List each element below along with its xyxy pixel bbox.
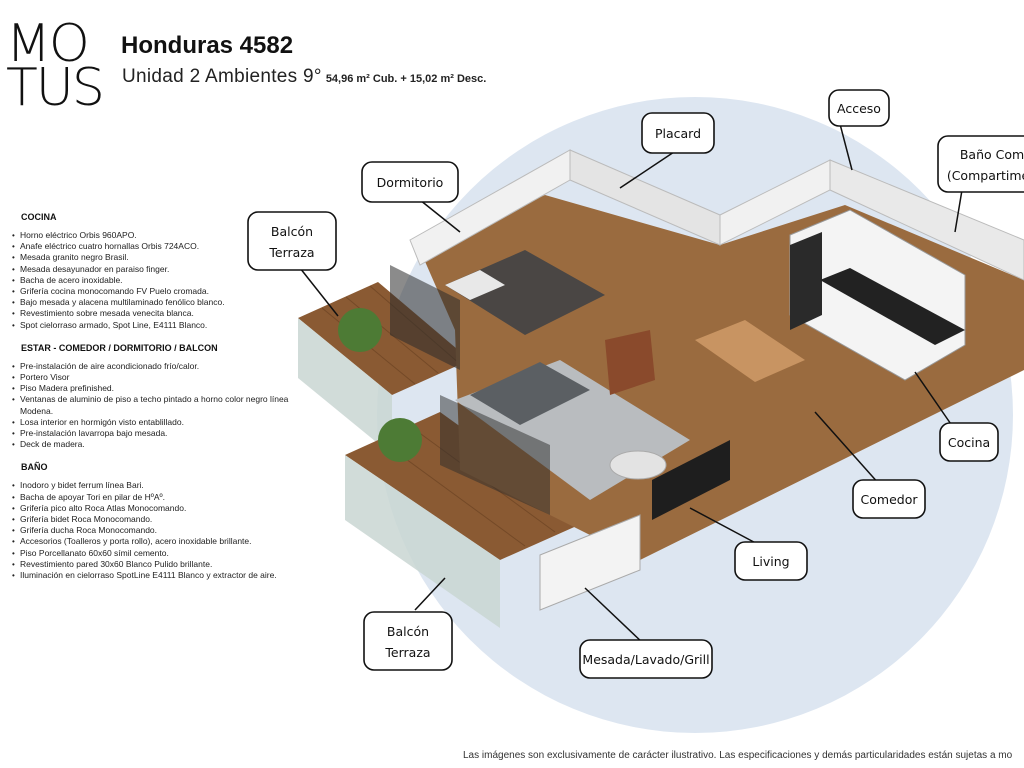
bath-wall — [829, 159, 1024, 281]
balcony-top-deck — [298, 282, 470, 395]
spec-item: Inodoro y bidet ferrum línea Bari. — [12, 480, 302, 491]
spec-item: Bacha de acero inoxidable. — [12, 275, 302, 286]
dining-table — [695, 320, 805, 382]
spec-item: Grifería ducha Roca Monocomando. — [12, 525, 302, 536]
spec-item: Portero Visor — [12, 372, 302, 383]
project-title: Honduras 4582 — [121, 32, 294, 59]
label-mesada: Mesada/Lavado/Grill — [582, 652, 709, 667]
callout-boxes — [247, 89, 1024, 679]
plant-icon — [338, 308, 382, 352]
callout-cocina — [939, 422, 999, 462]
spec-item: Piso Madera prefinished. — [12, 383, 302, 394]
spec-heading: ESTAR - COMEDOR / DORMITORIO / BALCON — [21, 342, 218, 353]
callout-placard — [641, 112, 715, 154]
label-comedor: Comedor — [861, 492, 919, 507]
bedroom-glass-partition — [390, 265, 460, 370]
tv — [652, 440, 730, 520]
label-balcon-top-line1: Balcón — [271, 224, 313, 239]
spec-item: Anafe eléctrico cuatro hornallas Orbis 7… — [12, 241, 302, 252]
living-glass-partition — [440, 395, 550, 515]
motus-logo: MO TUS — [6, 14, 110, 118]
spec-item: Grifería pico alto Roca Atlas Monocomand… — [12, 503, 302, 514]
spec-heading: BAÑO — [21, 462, 48, 473]
spec-item: Iluminación en cielorraso SpotLine E4111… — [12, 570, 302, 581]
spec-section-cocina: COCINA Horno eléctrico Orbis 960APO. Ana… — [12, 212, 302, 331]
spec-item: Bacha de apoyar Tori en pilar de HºAº. — [12, 492, 302, 503]
spec-item: Deck de madera. — [12, 439, 302, 450]
logo-line-2: TUS — [6, 58, 105, 118]
spec-item: Losa interior en hormigón visto entablil… — [12, 417, 302, 428]
mesada-grill-box — [539, 514, 641, 611]
label-balcon-bottom-line1: Balcón — [387, 624, 429, 639]
bed — [445, 250, 605, 335]
unit-area: 54,96 m² Cub. + 15,02 m² Desc. — [325, 73, 487, 85]
spec-list-panel: COCINA Horno eléctrico Orbis 960APO. Ana… — [12, 212, 302, 593]
label-balcon-bottom-line2: Terraza — [384, 645, 430, 660]
label-cocina: Cocina — [948, 435, 990, 450]
spec-item: Mesada granito negro Brasil. — [12, 252, 302, 263]
spec-heading: COCINA — [21, 212, 57, 222]
unit-type: Unidad 2 Ambientes 9° — [122, 66, 322, 87]
spec-item: Accesorios (Toalleros y porta rollo), ac… — [12, 536, 302, 547]
callout-mesada — [579, 639, 713, 679]
spec-item: Grifería cocina monocomando FV Puelo cro… — [12, 286, 302, 297]
spec-item: Mesada desayunador en paraiso finger. — [12, 264, 302, 275]
callout-balcon-bottom — [363, 611, 453, 671]
label-acceso: Acceso — [837, 101, 881, 116]
disclaimer: Las imágenes son exclusivamente de carác… — [463, 750, 1013, 761]
callout-balcon-top — [247, 211, 337, 271]
callout-acceso — [828, 89, 890, 127]
spec-item: Horno eléctrico Orbis 960APO. — [12, 230, 302, 241]
sofa — [470, 362, 590, 425]
spec-item: Revestimiento pared 30x60 Blanco Pulido … — [12, 559, 302, 570]
coffee-table — [609, 450, 667, 480]
unit-subtitle: Unidad 2 Ambientes 9°54,96 m² Cub. + 15,… — [122, 66, 486, 88]
callout-bano — [937, 135, 1024, 193]
label-balcon-top-line2: Terraza — [268, 245, 314, 260]
spec-item: Bajo mesada y alacena multilaminado fenó… — [12, 297, 302, 308]
spec-item: Ventanas de aluminio de piso a techo pin… — [12, 394, 302, 416]
pillows — [445, 270, 505, 300]
spec-item: Revestimiento sobre mesada venecita blan… — [12, 308, 302, 319]
label-bano-line1: Baño Comp — [960, 147, 1024, 162]
label-dormitorio: Dormitorio — [377, 175, 444, 190]
label-bano-line2: (Compartimen — [947, 168, 1024, 183]
callout-living — [734, 541, 808, 581]
spec-item: Pre-instalación lavarropa bajo mesada. — [12, 428, 302, 439]
spec-section-bano: BAÑO Inodoro y bidet ferrum línea Bari. … — [12, 462, 302, 581]
callout-dormitorio — [361, 161, 459, 203]
spec-item: Spot cielorraso armado, Spot Line, E4111… — [12, 320, 302, 331]
spec-section-estar: ESTAR - COMEDOR / DORMITORIO / BALCON Pr… — [12, 343, 302, 451]
kitchen-countertop — [820, 268, 965, 345]
balcony-bottom-glass — [345, 455, 500, 628]
callout-comedor — [852, 479, 926, 519]
spec-item: Pre-instalación de aire acondicionado fr… — [12, 361, 302, 372]
logo-line-1: MO — [6, 14, 90, 74]
label-placard: Placard — [655, 126, 701, 141]
balcony-top-glass — [298, 318, 392, 455]
spec-item: Piso Porcellanato 60x60 símil cemento. — [12, 548, 302, 559]
spec-item: Grifería bidet Roca Monocomando. — [12, 514, 302, 525]
refrigerator — [790, 232, 822, 330]
armchair — [605, 330, 655, 395]
label-living: Living — [752, 554, 789, 569]
plant-icon — [378, 418, 422, 462]
